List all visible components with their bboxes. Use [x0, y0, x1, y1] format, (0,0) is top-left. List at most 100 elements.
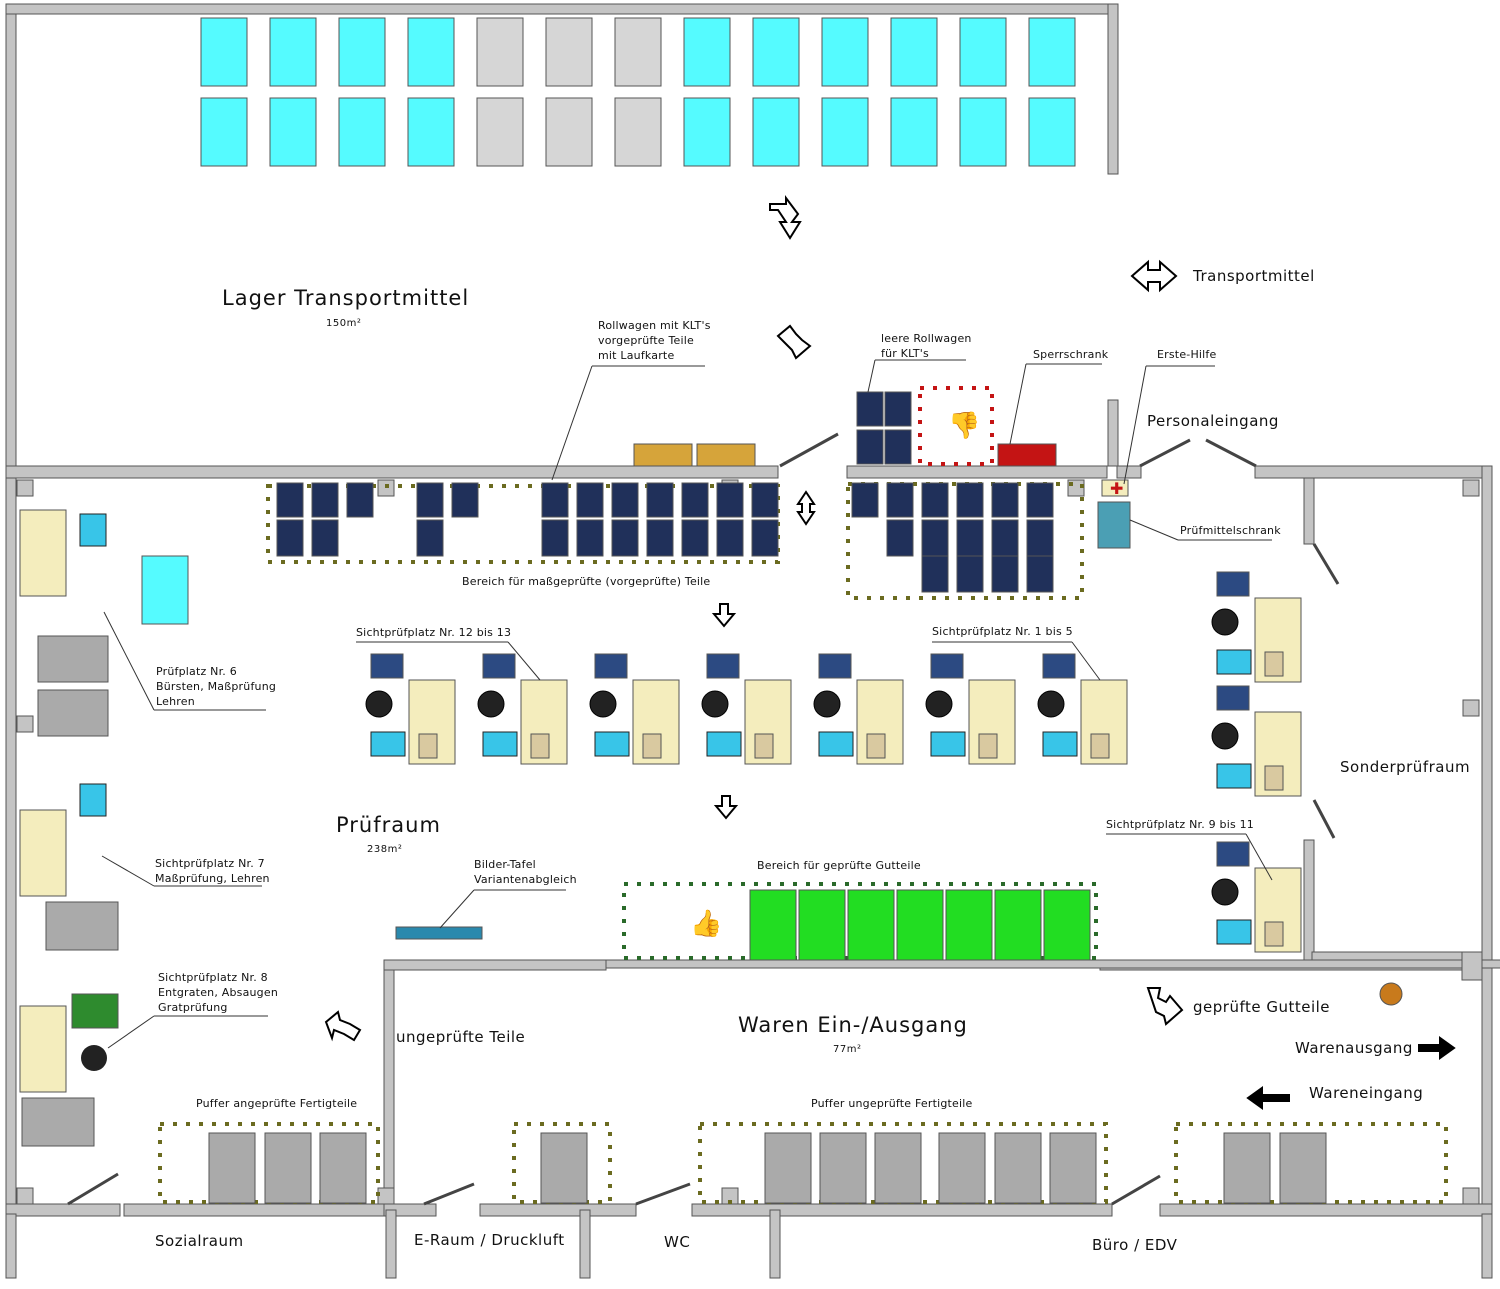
buffer-pallet: [764, 1132, 812, 1204]
rollwagen-klt: [416, 482, 444, 518]
tablet-device: [594, 653, 628, 679]
desk-part: [1264, 765, 1284, 791]
turn-arrow-icon: [324, 1010, 362, 1042]
wall: [5, 1203, 121, 1217]
flow-gepruefte-gutteile-label: geprüfte Gutteile: [1193, 998, 1331, 1016]
rollwagen-klt: [886, 482, 914, 518]
room-lager-name: Lager Transportmittel: [222, 286, 470, 310]
rollwagen-klt: [956, 519, 984, 557]
buffer-pallet: [319, 1132, 367, 1204]
rollwagen-klt: [716, 482, 744, 518]
chair-icon: [589, 690, 617, 718]
wall: [1107, 399, 1119, 467]
storage-rack: [1028, 17, 1076, 87]
tablet-device: [1216, 919, 1252, 945]
rollwagen-klt: [416, 519, 444, 557]
workbench: [19, 509, 67, 597]
grat-station: [71, 993, 119, 1029]
leader-line: [867, 359, 876, 393]
rollwagen-klt: [921, 519, 949, 557]
buffer-area: [698, 1122, 1108, 1204]
storage-rack: [614, 17, 662, 87]
pillar: [1462, 479, 1480, 497]
flow-warenausgang-label: Warenausgang: [1295, 1039, 1413, 1057]
label-erste-hilfe: Erste-Hilfe: [1157, 348, 1217, 361]
tablet-device: [930, 653, 964, 679]
storage-rack: [269, 97, 317, 167]
pallet: [696, 443, 756, 467]
wall: [5, 3, 1119, 15]
chair-icon: [925, 690, 953, 718]
flow-personaleingang-label: Personaleingang: [1147, 412, 1279, 430]
leader-line: [439, 889, 475, 929]
wall: [5, 465, 779, 479]
buffer-pallet: [874, 1132, 922, 1204]
wall: [5, 3, 17, 1207]
turn-arrow-icon: [769, 195, 802, 240]
room-wc: WC: [664, 1233, 691, 1251]
buffer-pallet: [264, 1132, 312, 1204]
tablet-device: [594, 731, 630, 757]
storage-rack: [821, 17, 869, 87]
flow-transportmittel-label: Transportmittel: [1193, 267, 1315, 285]
chair-icon: [1037, 690, 1065, 718]
room-sozialraum: Sozialraum: [155, 1232, 244, 1250]
good-parts-rack: [847, 889, 895, 961]
wall: [383, 959, 395, 1211]
door: [1312, 543, 1340, 585]
chair-icon: [701, 690, 729, 718]
sperrschrank: [997, 443, 1057, 467]
label-bereich-massgeprueft: Bereich für maßgeprüfte (vorgeprüfte) Te…: [462, 575, 711, 588]
empty-rollwagen: [856, 429, 884, 465]
storage-rack: [683, 97, 731, 167]
door: [779, 432, 839, 468]
room-lager-area: 150m²: [326, 318, 362, 329]
desk-part: [642, 733, 662, 759]
wall: [383, 959, 607, 971]
wall: [123, 1203, 387, 1217]
buffer-pallet: [540, 1132, 588, 1204]
chair-icon: [1211, 722, 1239, 750]
good-parts-rack: [994, 889, 1042, 961]
tablet-device: [818, 653, 852, 679]
tablet-device: [1216, 841, 1250, 867]
room-eraum: E-Raum / Druckluft: [414, 1231, 565, 1249]
tablet-device: [482, 731, 518, 757]
chair-icon: [1211, 608, 1239, 636]
pillar: [16, 479, 34, 497]
storage-rack: [476, 97, 524, 167]
tablet-device: [930, 731, 966, 757]
marker-dot: [1379, 982, 1403, 1006]
rollwagen-klt: [541, 519, 569, 557]
tablet-device: [706, 731, 742, 757]
label-rollwagen-vorgeprueft: Rollwagen mit KLT's vorgeprüfte Teile mi…: [598, 319, 711, 362]
leader-line: [1071, 641, 1101, 681]
storage-rack: [476, 17, 524, 87]
tablet-device: [370, 653, 404, 679]
label-sichtpruefplatz-8: Sichtprüfplatz Nr. 8 Entgraten, Absaugen…: [158, 971, 278, 1014]
rollwagen-klt: [576, 482, 604, 518]
label-puffer-angeprueft: Puffer angeprüfte Fertigteile: [196, 1097, 358, 1110]
wall: [1481, 465, 1493, 1207]
wall: [1159, 1203, 1493, 1217]
rollwagen-klt: [311, 519, 339, 557]
pillar: [1462, 699, 1480, 717]
wall: [1107, 3, 1119, 175]
tablet-device: [818, 731, 854, 757]
door: [67, 1172, 119, 1206]
rollwagen-klt: [921, 555, 949, 593]
storage-rack: [614, 97, 662, 167]
label-bereich-gutteile: Bereich für geprüfte Gutteile: [757, 859, 921, 872]
first-aid-cross-icon: ✚: [1110, 479, 1123, 498]
storage-rack: [200, 97, 248, 167]
rollwagen-klt: [1026, 482, 1054, 518]
rollwagen-klt: [276, 519, 304, 557]
label-bilder-tafel: Bilder-Tafel Variantenabgleich: [474, 858, 577, 886]
wall: [1116, 465, 1142, 479]
rollwagen-klt: [276, 482, 304, 518]
desk-part: [978, 733, 998, 759]
door: [1312, 799, 1336, 839]
desk-part: [1090, 733, 1110, 759]
leader-line: [1245, 833, 1273, 881]
